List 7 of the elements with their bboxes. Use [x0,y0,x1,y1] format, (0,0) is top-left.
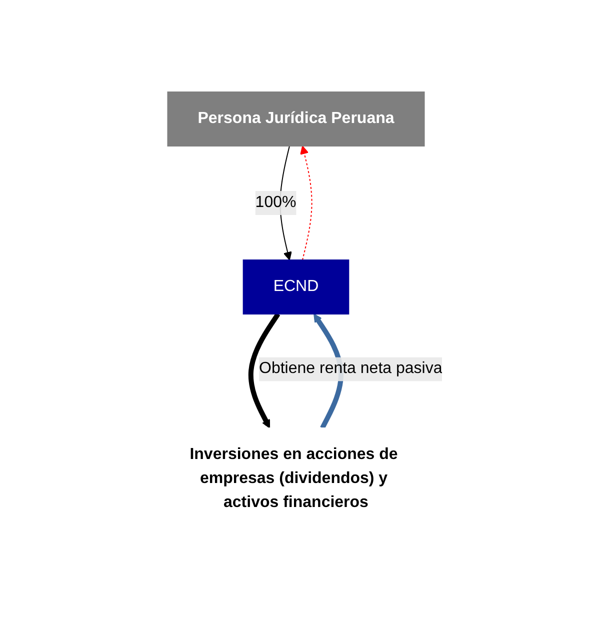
arrow [248,312,281,428]
node-box: ECND [243,259,350,314]
node-box: Persona Jurídica Peruana [168,91,426,146]
edge-label: 100% [256,193,297,210]
edge-label: Obtiene renta neta pasiva [259,360,443,377]
node-text: Inversiones en acciones de empresas (dividendos) y activos financieros [190,445,398,510]
arrow [300,145,313,260]
